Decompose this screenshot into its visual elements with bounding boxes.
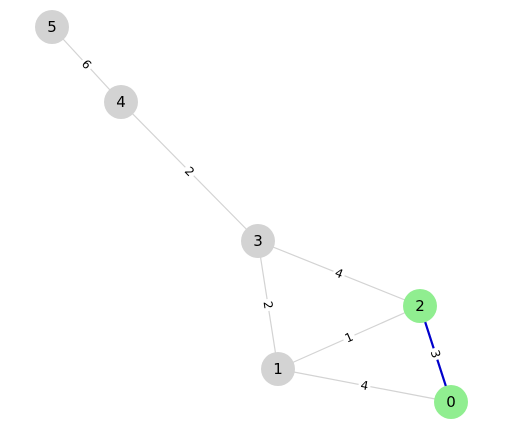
node-label: 0 <box>446 393 456 411</box>
node-5: 5 <box>35 10 69 44</box>
node-label: 2 <box>415 297 425 315</box>
edge-weight-background <box>259 297 277 313</box>
node-circle <box>104 85 138 119</box>
edge-weight-background <box>76 54 97 75</box>
edge-weight-label: 2 <box>260 300 275 310</box>
node-circle <box>403 289 437 323</box>
edge-weight-background <box>330 263 348 284</box>
edge-weight-background <box>179 161 200 182</box>
node-circle <box>261 352 295 386</box>
edges-layer <box>51 26 453 403</box>
edge-weight-background <box>357 376 372 395</box>
node-label: 5 <box>47 18 57 36</box>
nodes-layer: 0 1 2 3 4 5 <box>35 10 468 419</box>
edge-weight-1-2: 1 <box>340 327 358 348</box>
edge-weight-1-0: 4 <box>357 376 372 395</box>
edge-weight-label: 4 <box>359 378 369 393</box>
edge-weight-2-0: 3 <box>426 345 445 363</box>
edge-weight-background <box>426 345 445 363</box>
edge-weight-3-2: 4 <box>330 263 348 284</box>
node-circle <box>35 10 69 44</box>
edge-weight-4-3: 2 <box>179 161 200 182</box>
edge-weight-3-1: 2 <box>259 297 277 313</box>
node-3: 3 <box>241 224 275 258</box>
node-label: 4 <box>116 93 126 111</box>
node-circle <box>241 224 275 258</box>
node-label: 1 <box>273 360 283 378</box>
edge-weight-background <box>340 327 358 348</box>
node-circle <box>434 385 468 419</box>
node-1: 1 <box>261 352 295 386</box>
node-2: 2 <box>403 289 437 323</box>
edge-weight-label: 3 <box>428 348 444 360</box>
node-4: 4 <box>104 85 138 119</box>
node-0: 0 <box>434 385 468 419</box>
edge-labels-layer: 6 2 4 2 1 4 3 <box>76 54 445 395</box>
edge-weight-5-4: 6 <box>76 54 97 75</box>
node-label: 3 <box>253 232 263 250</box>
